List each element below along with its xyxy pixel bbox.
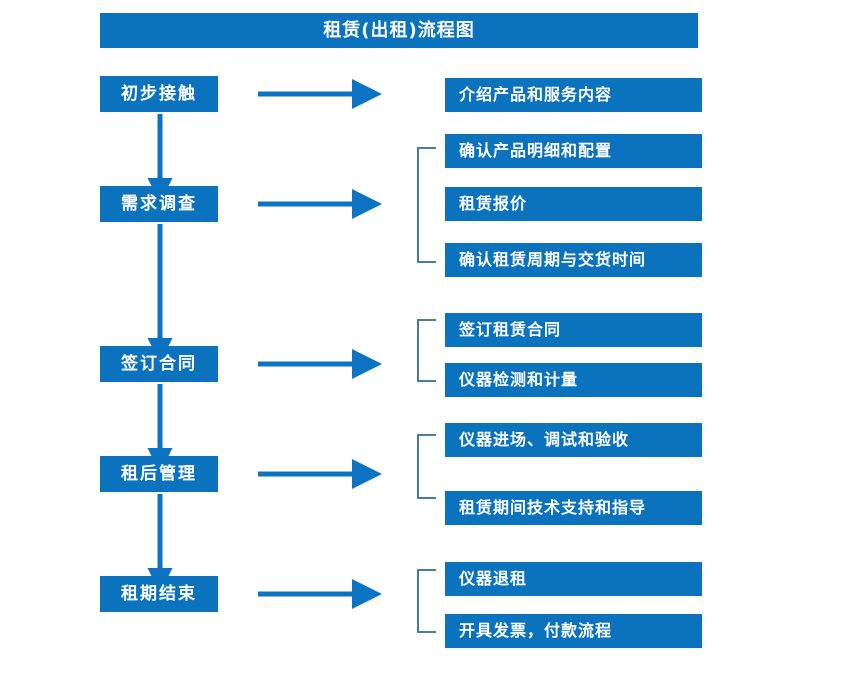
detail-node-8[interactable]: 租赁期间技术支持和指导 <box>445 491 702 525</box>
page-title: 租赁(出租)流程图 <box>100 13 698 48</box>
stage-node-4[interactable]: 租后管理 <box>100 456 218 492</box>
stage-node-5[interactable]: 租期结束 <box>100 576 218 612</box>
bracket-group-5-icon <box>417 569 436 633</box>
detail-node-9[interactable]: 仪器退租 <box>445 562 702 596</box>
bracket-group-3-icon <box>417 319 436 382</box>
stage-node-3[interactable]: 签订合同 <box>100 346 218 382</box>
detail-node-10[interactable]: 开具发票，付款流程 <box>445 614 702 648</box>
detail-node-1[interactable]: 介绍产品和服务内容 <box>445 78 702 112</box>
bracket-group-4-icon <box>417 434 436 499</box>
bracket-group <box>417 147 436 633</box>
stage-node-1[interactable]: 初步接触 <box>100 76 218 112</box>
stage-node-2[interactable]: 需求调查 <box>100 186 218 222</box>
detail-node-7[interactable]: 仪器进场、调试和验收 <box>445 423 702 457</box>
horizontal-arrow-group <box>258 79 382 609</box>
detail-node-5[interactable]: 签订租赁合同 <box>445 313 702 347</box>
detail-node-4[interactable]: 确认租赁周期与交货时间 <box>445 243 702 277</box>
detail-node-6[interactable]: 仪器检测和计量 <box>445 363 702 397</box>
bracket-group-2-icon <box>417 147 436 263</box>
detail-node-3[interactable]: 租赁报价 <box>445 187 702 221</box>
detail-node-2[interactable]: 确认产品明细和配置 <box>445 134 702 168</box>
